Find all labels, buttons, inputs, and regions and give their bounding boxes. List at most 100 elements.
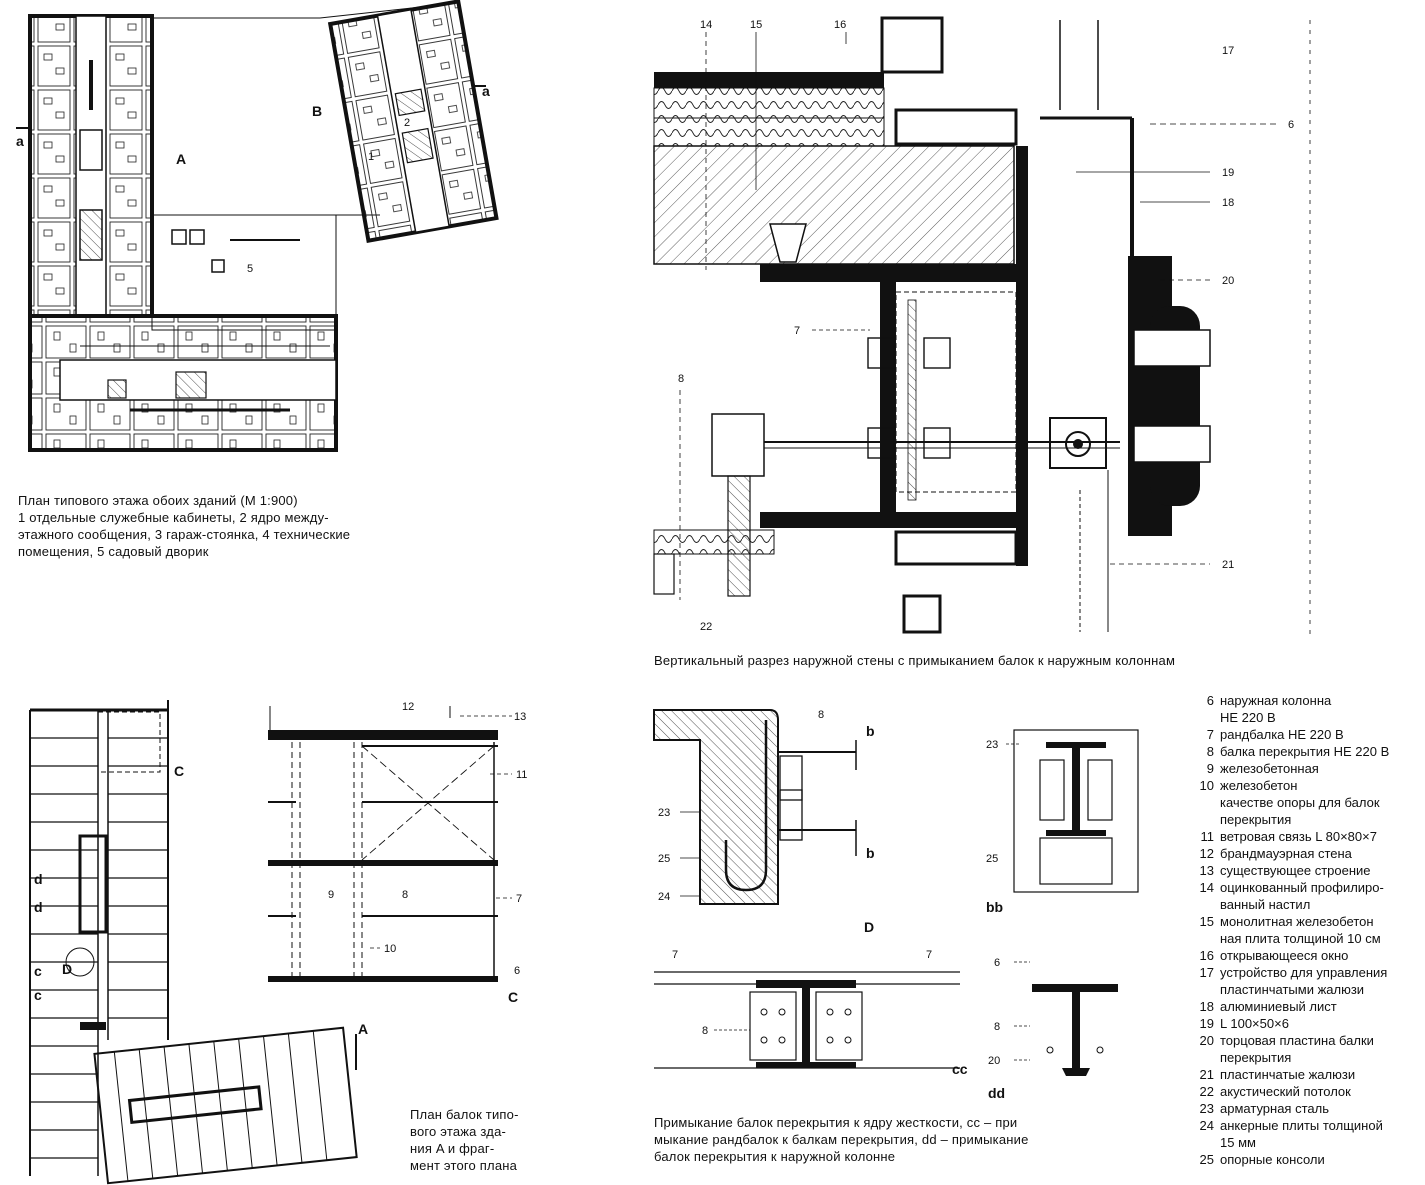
section-label-16: 16: [834, 19, 846, 31]
legend-number: 9: [1206, 761, 1214, 776]
floor-plan: a a A B 1 2 5: [16, 0, 499, 452]
legend-number: 7: [1206, 727, 1214, 742]
legend-text: существующее строение: [1220, 862, 1371, 879]
section-label-22: 22: [700, 621, 712, 633]
beam-label-c1: c: [34, 963, 42, 979]
detail-cc-label-7a: 7: [672, 949, 678, 961]
legend-text: арматурная сталь: [1220, 1100, 1329, 1117]
legend-text-line: торцовая пластина балки: [1220, 1033, 1374, 1048]
legend-text-line: арматурная сталь: [1220, 1101, 1329, 1116]
floor-plan-caption: План типового этажа обоих зданий (М 1:90…: [18, 492, 350, 560]
label-building-a: A: [176, 151, 186, 167]
legend-text: пластинчатые жалюзи: [1220, 1066, 1355, 1083]
legend-number: 24: [1199, 1118, 1214, 1133]
legend-text-line: качестве опоры для балок: [1220, 795, 1380, 810]
legend-text-line: рандбалка HE 220 B: [1220, 727, 1344, 742]
section-label-18: 18: [1222, 197, 1234, 209]
section-mark-a-right: a: [482, 83, 490, 99]
legend-number: 17: [1199, 965, 1214, 980]
beam-label-D: D: [62, 961, 72, 977]
detail-cc: 7 7 8 cc: [654, 949, 968, 1077]
legend-number: 11: [1200, 829, 1215, 844]
section-label-7: 7: [794, 325, 800, 337]
legend-item: 22 акустический потолок: [1188, 1083, 1424, 1100]
legend-text: рандбалка HE 220 B: [1220, 726, 1344, 743]
detail-d-label-b1: b: [866, 723, 875, 739]
detail-d-label-23: 23: [658, 807, 670, 819]
legend-number: 16: [1199, 948, 1214, 963]
legend-text-line: ветровая связь L 80×80×7: [1220, 829, 1377, 844]
legend-text: алюминиевый лист: [1220, 998, 1337, 1015]
beam-label-d2: d: [34, 899, 43, 915]
legend-number: 25: [1199, 1152, 1214, 1167]
floor-plan-caption-line: План типового этажа обоих зданий (М 1:90…: [18, 493, 298, 508]
legend-text: ветровая связь L 80×80×7: [1220, 828, 1377, 845]
legend-text-line: устройство для управления: [1220, 965, 1388, 980]
legend-text-line: оцинкованный профилиро-: [1220, 880, 1384, 895]
section-label-15: 15: [750, 19, 762, 31]
detail-d: 8 b b 23 25 24 D: [653, 709, 875, 935]
details-caption: Примыкание балок перекрытия к ядру жестк…: [654, 1114, 1029, 1165]
legend-text-line: анкерные плиты толщиной: [1220, 1118, 1383, 1133]
detail-bb-label-25: 25: [986, 853, 998, 865]
beam-label-A: A: [358, 1021, 368, 1037]
detail-cc-title: cc: [952, 1061, 968, 1077]
legend-text: балка перекрытия HE 220 B: [1220, 743, 1389, 760]
legend-text: оцинкованный профилиро-ванный настил: [1220, 879, 1384, 913]
section-label-20: 20: [1222, 275, 1234, 287]
frag-label-6: 6: [514, 965, 520, 977]
legend-text: открывающееся окно: [1220, 947, 1348, 964]
legend-item: 18 алюминиевый лист: [1188, 998, 1424, 1015]
section-label-19: 19: [1222, 167, 1234, 179]
legend-number: 18: [1199, 999, 1214, 1014]
section-label-14: 14: [700, 19, 712, 31]
detail-d-label-b2: b: [866, 845, 875, 861]
legend-text-line: существующее строение: [1220, 863, 1371, 878]
beam-label-d1: d: [34, 871, 43, 887]
detail-cc-label-8: 8: [702, 1025, 708, 1037]
legend-text-line: ванный настил: [1220, 897, 1311, 912]
fragment-c-frame: [97, 711, 161, 773]
legend-text: наружная колонна HE 220 B: [1220, 692, 1331, 726]
detail-d-title: D: [864, 919, 874, 935]
legend-number: 14: [1199, 880, 1214, 895]
legend-text-line: перекрытия: [1220, 812, 1292, 827]
section-label-6: 6: [1288, 119, 1294, 131]
beam-label-c2: c: [34, 987, 42, 1003]
legend-text-line: железобетон: [1220, 778, 1298, 793]
section-caption: Вертикальный разрез наружной стены с при…: [654, 652, 1175, 669]
beam-plan-caption-line: ния A и фраг-: [410, 1141, 495, 1156]
legend-item: 9 железобетонная: [1188, 760, 1424, 777]
legend-text-line: HE 220 B: [1220, 710, 1276, 725]
legend-text-line: опорные консоли: [1220, 1152, 1325, 1167]
legend-text: опорные консоли: [1220, 1151, 1325, 1168]
detail-dd-title: dd: [988, 1085, 1005, 1101]
building-b: [327, 0, 499, 243]
legend-text: L 100×50×6: [1220, 1015, 1289, 1032]
legend-text-line: открывающееся окно: [1220, 948, 1349, 963]
section-caption-line: Вертикальный разрез наружной стены с при…: [654, 653, 1176, 668]
legend-text-line: ная плита толщиной 10 см: [1220, 931, 1381, 946]
legend-text-line: балка перекрытия HE 220 B: [1220, 744, 1390, 759]
legend-text: акустический потолок: [1220, 1083, 1351, 1100]
beam-rungs: [30, 737, 168, 1159]
legend-text-line: наружная колонна: [1220, 693, 1332, 708]
floor-plan-caption-line: 1 отдельные служебные кабинеты, 2 ядро м…: [18, 510, 329, 525]
legend-text-line: L 100×50×6: [1220, 1016, 1289, 1031]
beam-plan: C d d c c D A: [29, 700, 368, 1185]
legend-number: 22: [1199, 1084, 1214, 1099]
label-5: 5: [247, 263, 253, 275]
legend-text-line: пластинчатые жалюзи: [1220, 1067, 1356, 1082]
floor-plan-caption-line: этажного сообщения, 3 гараж-стоянка, 4 т…: [18, 527, 351, 542]
legend-text-line: железобетонная: [1220, 761, 1319, 776]
legend-item: 7 рандбалка HE 220 B: [1188, 726, 1424, 743]
